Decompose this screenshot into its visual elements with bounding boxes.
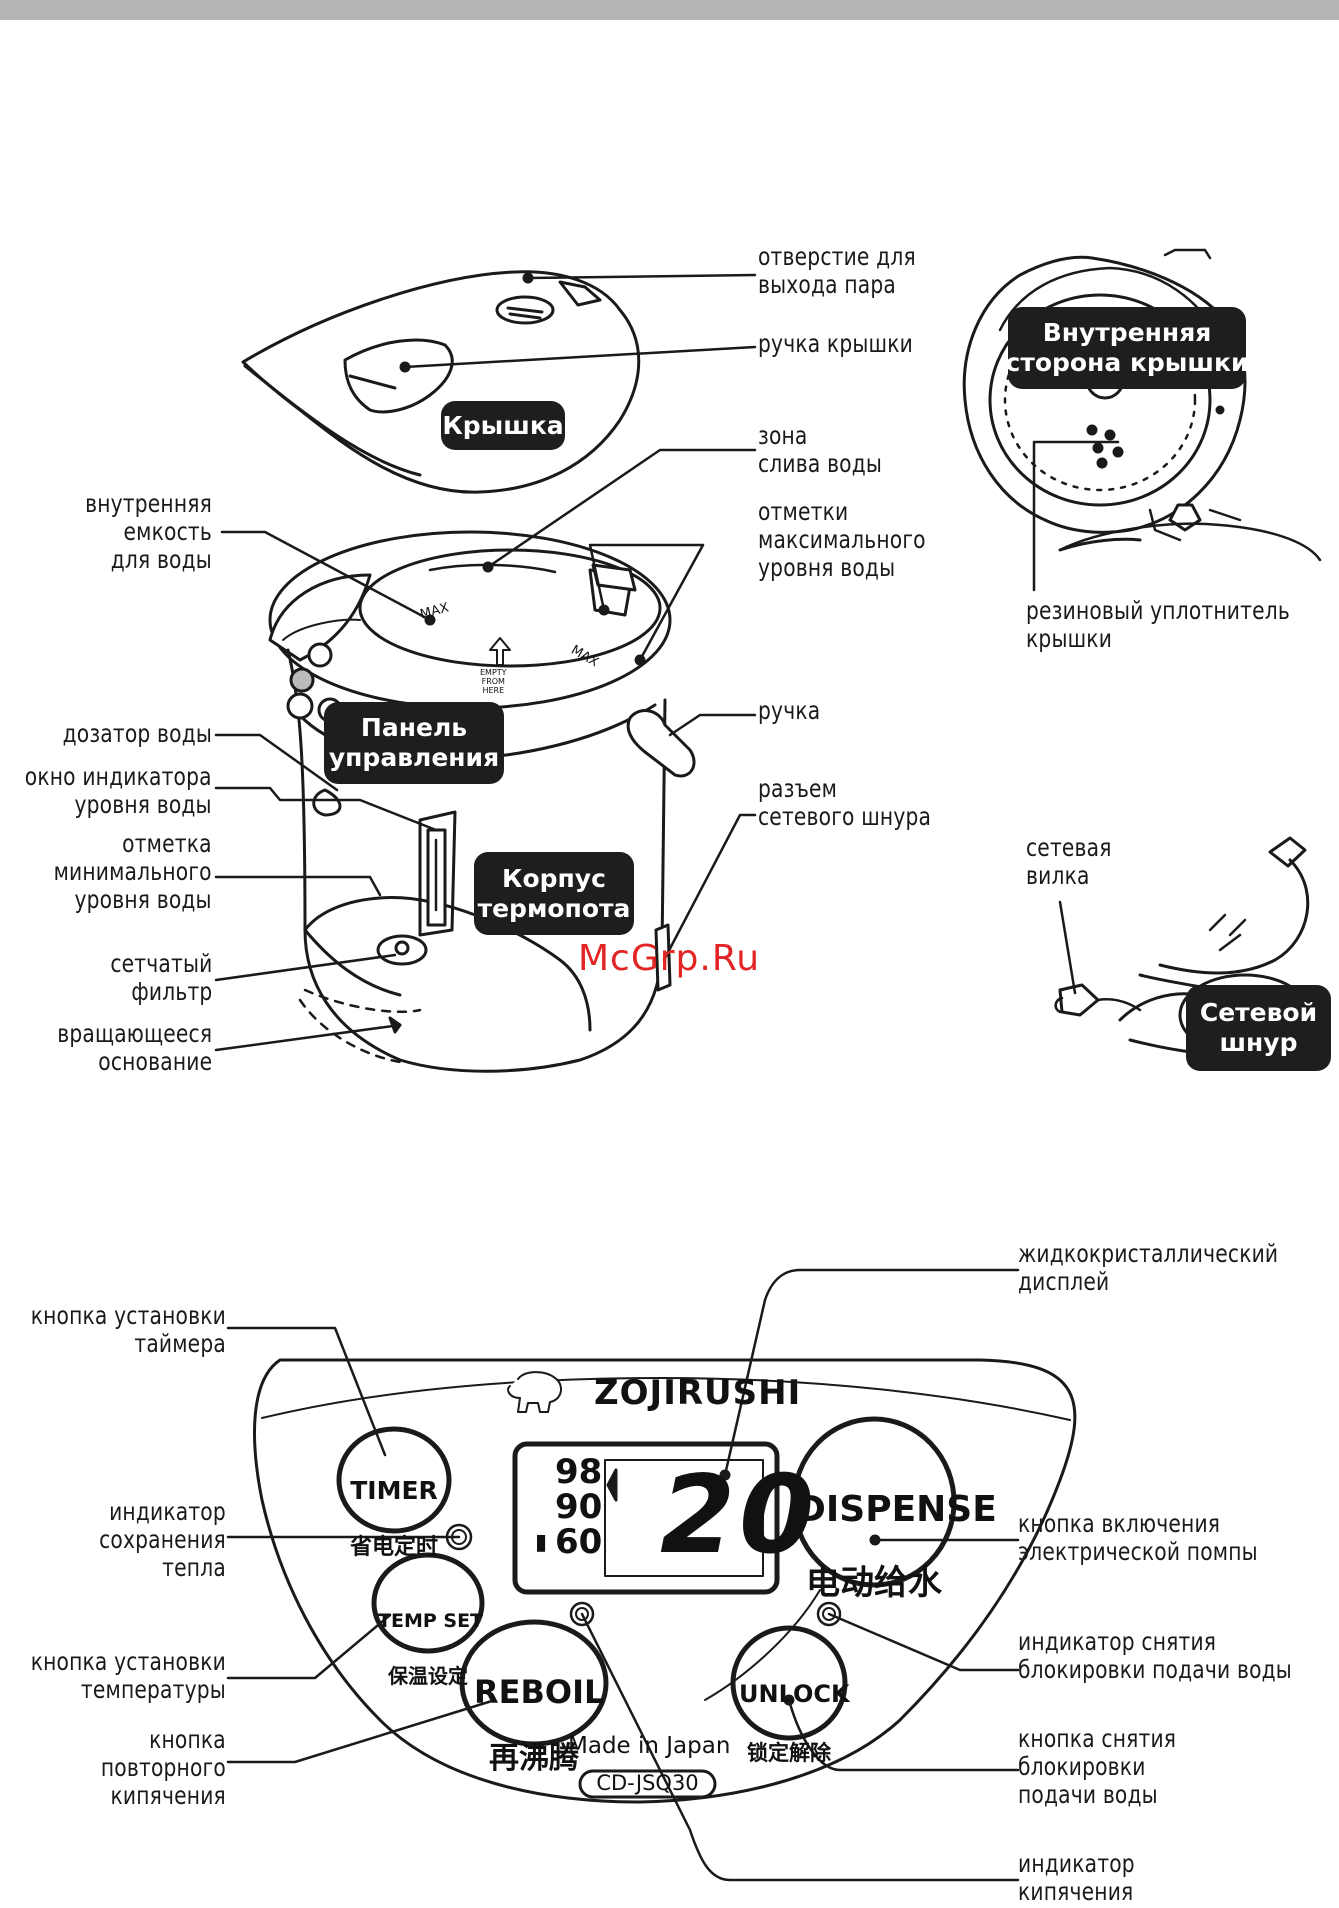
lid-inside-drawing (962, 248, 1322, 562)
unlock-button-label: UNLOCK (739, 1680, 850, 1708)
unlock-button-label-cn: 锁定解除 (747, 1741, 831, 1765)
label-reboil-button: кнопка повторного кипячения (100, 1725, 226, 1810)
label-carry-handle: ручка (758, 696, 821, 725)
label-rotating-base: вращающееся основание (57, 1019, 212, 1076)
lcd-flask-icon: ▮ (535, 1530, 548, 1555)
label-dispenser: дозатор воды (62, 719, 212, 748)
leader-lines-panel (226, 1268, 1020, 1882)
label-steam-vent: отверстие для выхода пара (758, 242, 916, 299)
brand-logo: ZOJIRUSHI (594, 1373, 802, 1413)
timer-button-label: TIMER (350, 1476, 438, 1505)
badge-cord: Сетевой шнур (1186, 985, 1331, 1071)
label-unlock-button: кнопка снятия блокировки подачи воды (1018, 1724, 1177, 1809)
label-pump-button: кнопка включения электрической помпы (1018, 1509, 1258, 1566)
dispense-button-label: DISPENSE (796, 1489, 997, 1530)
label-boil-indicator: индикатор кипячения (1018, 1849, 1135, 1906)
temp-set-button[interactable]: TEMP SET 保温设定 (378, 1580, 484, 1702)
dispense-button-label-cn: 电动给水 (806, 1563, 942, 1603)
lid-drawing (241, 270, 641, 494)
badge-body: Корпус термопота (474, 852, 634, 935)
lcd-temp-98: 98 (555, 1452, 603, 1492)
label-max-marks: отметки максимального уровня воды (758, 497, 926, 582)
unlock-button[interactable]: UNLOCK 锁定解除 (739, 1650, 850, 1780)
label-inner-tank: внутренняя емкость для воды (85, 489, 212, 574)
lcd-temp-60: 60 (555, 1522, 603, 1562)
lcd-main-value: 20 (660, 1453, 819, 1578)
badge-lid: Крышка (441, 401, 565, 450)
label-drain-zone: зона слива воды (758, 421, 883, 478)
empty-mark: EMPTY FROM HERE (480, 668, 507, 695)
model-number: CD-JSQ30 (596, 1771, 699, 1795)
leader-lines-top (214, 273, 1120, 1052)
control-panel-drawing (253, 1358, 1077, 1804)
reboil-button-label: REBOIL (474, 1673, 605, 1711)
watermark: McGrp.Ru (578, 938, 761, 979)
label-min-mark: отметка минимального уровня воды (53, 829, 212, 914)
badge-lid-inside: Внутренняя сторона крышки (1006, 307, 1248, 389)
label-lid-gasket: резиновый уплотнитель крышки (1026, 596, 1290, 653)
label-timer-button: кнопка установки таймера (30, 1301, 226, 1358)
timer-button-label-cn: 省电定时 (349, 1535, 438, 1560)
reboil-button[interactable]: REBOIL 再沸腾 (474, 1644, 605, 1790)
label-mesh-filter: сетчатый фильтр (109, 949, 212, 1006)
made-in-japan: Made in Japan (568, 1733, 731, 1759)
label-lid-handle: ручка крышки (758, 329, 913, 358)
pot-drawing (268, 530, 696, 1073)
lcd-temp-90: 90 (555, 1487, 603, 1527)
top-bar (0, 0, 1339, 20)
dispense-button[interactable]: DISPENSE 电动给水 (796, 1460, 997, 1616)
temp-set-button-label: TEMP SET (378, 1610, 484, 1632)
reboil-button-label-cn: 再沸腾 (489, 1741, 579, 1776)
label-power-plug: сетевая вилка (1026, 833, 1112, 890)
label-cord-socket: разъем сетевого шнура (758, 774, 932, 831)
timer-button[interactable]: TIMER 省电定时 (344, 1446, 444, 1575)
label-unlock-indicator: индикатор снятия блокировки подачи воды (1018, 1627, 1292, 1684)
temp-set-button-label-cn: 保温设定 (388, 1664, 468, 1688)
label-temp-button: кнопка установки температуры (30, 1647, 226, 1704)
label-gauge-window: окно индикатора уровня воды (25, 762, 212, 819)
badge-control-panel: Панель управления (324, 702, 504, 784)
label-keep-warm-indicator: индикатор сохранения тепла (99, 1497, 226, 1582)
label-lcd: жидкокристаллический дисплей (1018, 1239, 1279, 1296)
